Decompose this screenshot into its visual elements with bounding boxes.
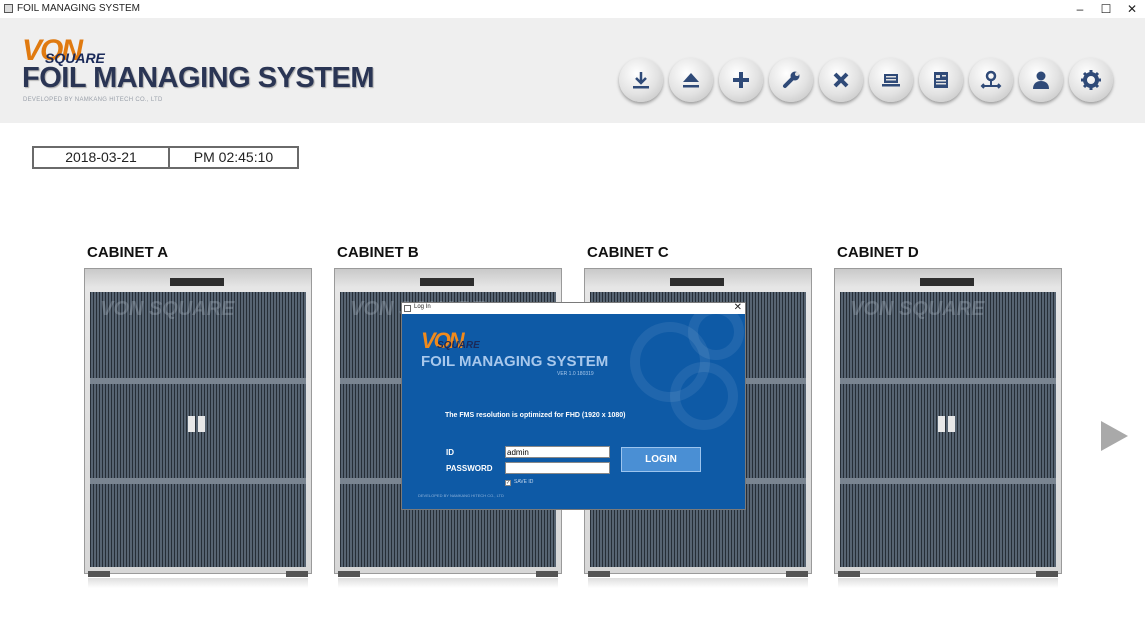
manual-button[interactable]: [919, 58, 963, 102]
monitor-button[interactable]: [869, 58, 913, 102]
cabinet-vent: [170, 278, 224, 286]
location-icon: [980, 70, 1002, 89]
id-input[interactable]: [505, 446, 610, 458]
gear-decoration-icon: [688, 314, 744, 360]
save-id-label: SAVE ID: [514, 479, 534, 485]
user-icon: [1033, 71, 1049, 89]
add-button[interactable]: [719, 58, 763, 102]
gear-decoration-icon: [670, 362, 738, 430]
laptop-icon: [882, 74, 900, 87]
app-title: FOIL MANAGING SYSTEM: [22, 62, 374, 94]
dialog-close-button[interactable]: ✕: [733, 302, 742, 313]
dialog-app-icon: [404, 305, 411, 312]
app-subtitle: DEVELOPED BY NAMKANG HITECH CO., LTD: [23, 97, 163, 103]
dialog-body: VON SQUARE FOIL MANAGING SYSTEM VER 1.0 …: [402, 314, 745, 509]
maximize-button[interactable]: ☐: [1100, 2, 1112, 16]
wrench-icon: [783, 71, 800, 88]
location-button[interactable]: [969, 58, 1013, 102]
cabinet-b-label: CABINET B: [337, 244, 419, 261]
book-icon: [934, 72, 948, 88]
dialog-logo-von: VON: [421, 328, 465, 353]
next-page-arrow-icon[interactable]: [1101, 421, 1128, 451]
dialog-titlebar: Log In ✕: [402, 302, 745, 314]
door-handles: [188, 416, 208, 432]
minimize-button[interactable]: –: [1076, 2, 1084, 16]
user-button[interactable]: [1019, 58, 1063, 102]
window-title: FOIL MANAGING SYSTEM: [17, 3, 140, 14]
download-button[interactable]: [619, 58, 663, 102]
cabinet-d[interactable]: VON SQUARE: [834, 268, 1062, 588]
cabinet-rack: VON SQUARE: [90, 292, 306, 567]
download-icon: [633, 72, 649, 89]
time-display: PM 02:45:10: [168, 146, 299, 169]
logo-von: VON: [22, 34, 83, 67]
app-header: VON SQUARE FOIL MANAGING SYSTEM DEVELOPE…: [0, 18, 1145, 123]
cabinet-watermark: VON SQUARE: [100, 298, 235, 320]
login-button[interactable]: LOGIN: [621, 447, 701, 472]
cabinet-c-label: CABINET C: [587, 244, 669, 261]
save-id-checkbox[interactable]: ✓: [505, 480, 511, 486]
app-icon: [4, 4, 13, 13]
plus-icon: [733, 72, 749, 88]
cabinet-vent: [670, 278, 724, 286]
eject-button[interactable]: [669, 58, 713, 102]
cabinet-a-label: CABINET A: [87, 244, 169, 261]
close-icon: [833, 72, 849, 88]
dialog-app-title: FOIL MANAGING SYSTEM: [421, 353, 609, 370]
window-close-button[interactable]: ✕: [1126, 2, 1138, 16]
dialog-copyright: DEVELOPED BY NAMKANG HITECH CO., LTD: [418, 493, 504, 498]
logo-square: SQUARE: [45, 50, 105, 66]
id-label: ID: [446, 448, 454, 457]
cabinet-a[interactable]: VON SQUARE: [84, 268, 312, 588]
dialog-title: Log In: [414, 304, 431, 310]
delete-button[interactable]: [819, 58, 863, 102]
cabinet-rack: VON SQUARE: [840, 292, 1056, 567]
resolution-message: The FMS resolution is optimized for FHD …: [445, 412, 626, 419]
settings-button[interactable]: [1069, 58, 1113, 102]
settings-tool-button[interactable]: [769, 58, 813, 102]
login-dialog: Log In ✕ VON SQUARE FOIL MANAGING SYSTEM…: [401, 302, 746, 510]
cabinet-vent: [920, 278, 974, 286]
eject-icon: [683, 73, 699, 88]
date-display: 2018-03-21: [32, 146, 170, 169]
cabinet-d-label: CABINET D: [837, 244, 919, 261]
password-label: PASSWORD: [446, 464, 493, 473]
cabinet-watermark: VON SQUARE: [850, 298, 985, 320]
version-label: VER 1.0 180319: [557, 371, 594, 377]
dialog-logo-square: SQUARE: [437, 340, 480, 351]
gear-icon: [1081, 70, 1101, 90]
window-titlebar: FOIL MANAGING SYSTEM – ☐ ✕: [0, 0, 1145, 18]
password-input[interactable]: [505, 462, 610, 474]
cabinet-vent: [420, 278, 474, 286]
door-handles: [938, 416, 958, 432]
